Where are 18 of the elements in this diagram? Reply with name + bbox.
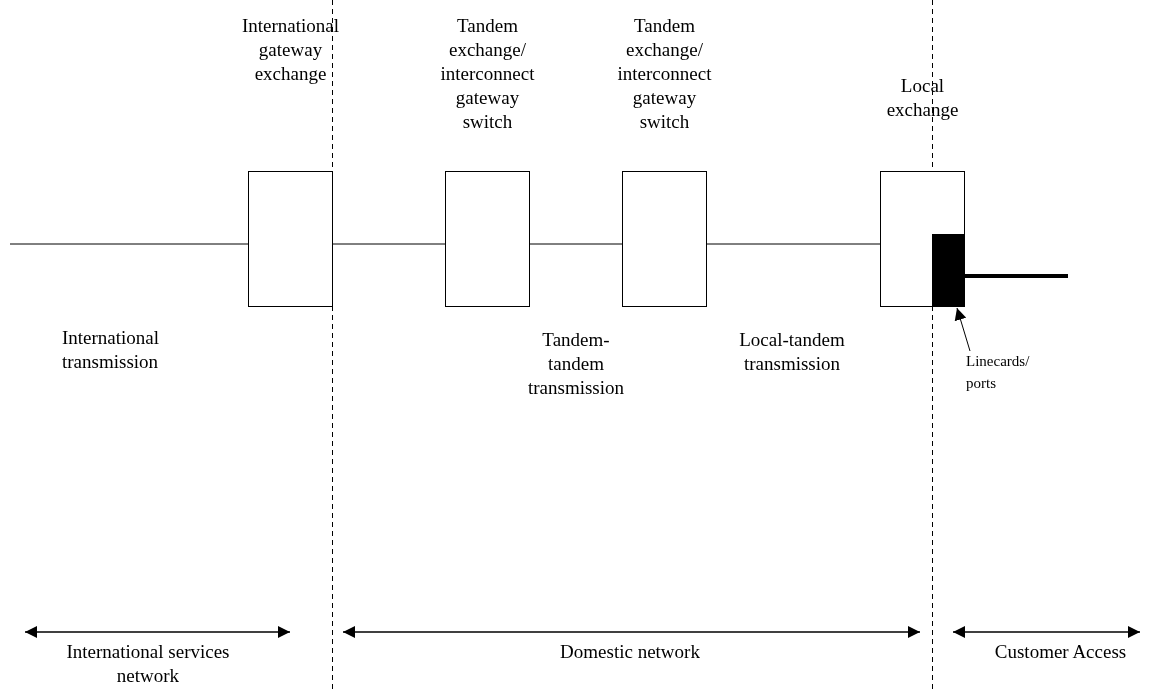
transmission-label: International transmission (62, 326, 161, 374)
transmission-label: Local-tandem transmission (738, 328, 846, 376)
transmission-line (529, 243, 623, 245)
leader-line (954, 307, 971, 352)
network-segment-label: International services network (65, 640, 231, 688)
transmission-label: Tandem-tandem transmission (526, 328, 626, 400)
network-segment-label: Customer Access (993, 640, 1128, 664)
exchange-label: Local exchange (885, 74, 960, 122)
linecard-block (932, 234, 965, 307)
transmission-line (965, 274, 1068, 278)
callout-label: Linecards/ ports (966, 350, 1056, 394)
transmission-line (706, 243, 881, 245)
transmission-line (332, 243, 446, 245)
exchange-label: Tandem exchange/ interconnect gateway switch (616, 14, 713, 134)
exchange-label: Tandem exchange/ interconnect gateway switch (439, 14, 536, 134)
exchange-label: International gateway exchange (240, 14, 341, 86)
network-segment-label: Domestic network (559, 640, 701, 664)
transmission-line (9, 243, 249, 245)
